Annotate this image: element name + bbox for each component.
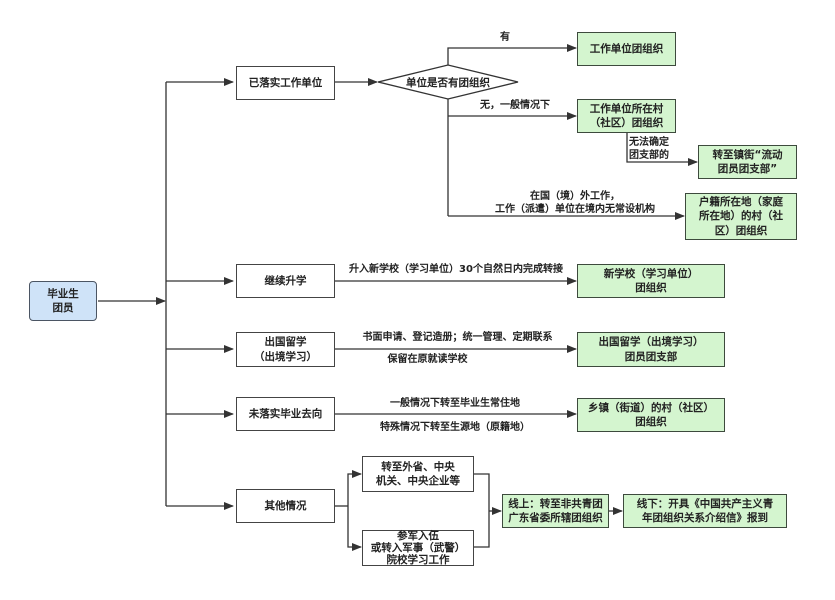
connector-military-merge xyxy=(474,511,490,548)
edge-label-abroad-bottom: 保留在原就读学校 xyxy=(387,354,468,365)
branch-undetermined: 未落实毕业去向 xyxy=(236,397,335,431)
target-household-org: 户籍所在地（家庭 所在地）的村（社 区）团组织 xyxy=(685,193,797,240)
target-new-school-org: 新学校（学习单位） 团组织 xyxy=(577,264,725,298)
root-node-graduate-member: 毕业生 团员 xyxy=(29,281,97,321)
transfer-offline: 线下：开具《中国共产主义青 年团组织关系介绍信》报到 xyxy=(623,494,787,528)
target-abroad-branch: 出国留学（出境学习） 团员团支部 xyxy=(577,332,725,367)
edge-label-no-general: 无，一般情况下 xyxy=(480,100,550,111)
branch-employed: 已落实工作单位 xyxy=(236,66,335,100)
connector-to-military xyxy=(347,506,362,551)
connector-central-merge xyxy=(474,473,490,511)
edge-label-cannot-determine: 无法确定 团支部的 xyxy=(629,137,669,161)
edge-label-undetermined-top: 一般情况下转至毕业生常住地 xyxy=(390,398,520,409)
branch-further-study: 继续升学 xyxy=(236,264,335,298)
edge-label-further-study: 升入新学校（学习单位）30个自然日内完成转接 xyxy=(349,264,563,275)
edge-label-abroad-work: 在国（境）外工作， 工作（派遣）单位在境内无常设机构 xyxy=(495,191,655,215)
target-floating-branch: 转至镇街“流动 团员团支部” xyxy=(698,145,797,179)
branch-study-abroad: 出国留学 （出境学习） xyxy=(236,332,335,367)
branch-other: 其他情况 xyxy=(236,489,335,523)
transfer-online: 线上：转至非共青团 广东省委所辖团组织 xyxy=(502,494,609,528)
decision-label: 单位是否有团组织 xyxy=(406,77,490,89)
sub-military: 参军入伍 或转入军事（武警） 院校学习工作 xyxy=(362,530,474,566)
edge-label-abroad-top: 书面申请、登记造册；统一管理、定期联系 xyxy=(362,332,553,343)
connector-to-central xyxy=(347,470,362,506)
edge-label-yes: 有 xyxy=(500,32,510,43)
target-township-org: 乡镇（街道）的村（社区） 团组织 xyxy=(577,398,725,432)
connector-yes xyxy=(447,44,577,65)
decision-diamond xyxy=(377,64,519,100)
target-work-unit-org: 工作单位团组织 xyxy=(577,32,676,66)
edge-label-undetermined-bottom: 特殊情况下转至生源地（原籍地） xyxy=(380,422,530,433)
connector-cannot-determine xyxy=(626,133,698,166)
sub-central-org: 转至外省、中央 机关、中央企业等 xyxy=(362,456,474,492)
target-village-org: 工作单位所在村 （社区）团组织 xyxy=(577,99,676,133)
